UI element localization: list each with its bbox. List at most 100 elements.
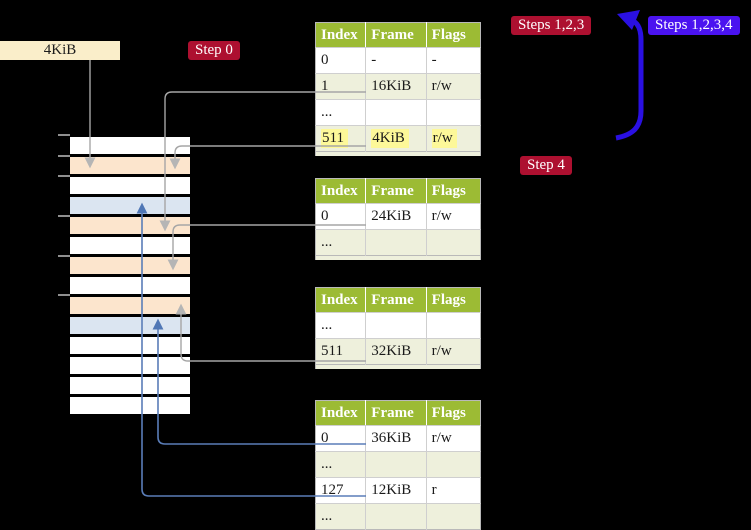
table-cell (425, 229, 481, 256)
memory-frame-row-white (70, 237, 190, 254)
table-cell (365, 99, 427, 126)
column-header-index: Index (315, 400, 366, 426)
column-header-flags: Flags (425, 287, 481, 313)
memory-frame-row-white (70, 137, 190, 154)
highlighted-value: 511 (321, 129, 348, 148)
column-header-frame: Frame (365, 22, 427, 48)
column-header-index: Index (315, 287, 366, 313)
table-cell: ... (315, 312, 366, 339)
loop-back-arrow-head (617, 10, 640, 30)
column-header-index: Index (315, 178, 366, 204)
highlighted-value: 4KiB (371, 129, 409, 148)
badge-steps-1-2-3: Steps 1,2,3 (511, 16, 592, 35)
table-cell: r/w (425, 125, 481, 152)
table-cell: 24KiB (365, 203, 427, 230)
table-cell (425, 451, 481, 478)
memory-frame-row-white (70, 177, 190, 194)
memory-frame-row-blue (70, 197, 190, 214)
table-cell: r/w (425, 338, 481, 365)
table-cell: 16KiB (365, 73, 427, 100)
table-cell: ... (315, 503, 366, 530)
frame-boundary-tick (58, 134, 70, 136)
column-header-frame: Frame (365, 178, 427, 204)
frame-boundary-tick (58, 215, 70, 217)
table-cell: 1 (315, 73, 366, 100)
table-cell (365, 229, 427, 256)
table-cell: 0 (315, 47, 366, 74)
table-cell: 32KiB (365, 338, 427, 365)
badge-step-4: Step 4 (520, 156, 572, 175)
table-continuation-sliver (315, 152, 481, 156)
table-cell: 0 (315, 203, 366, 230)
memory-frame-row-white (70, 337, 190, 354)
table-cell: 511 (315, 125, 366, 152)
table-cell: r/w (425, 425, 481, 452)
table-cell (365, 312, 427, 339)
table-cell: 36KiB (365, 425, 427, 452)
loop-back-arrow (615, 17, 644, 141)
table-row: ... (315, 451, 481, 478)
table-row: ... (315, 229, 481, 256)
column-header-flags: Flags (425, 178, 481, 204)
physical-memory-column (70, 135, 190, 417)
memory-frame-row-orange (70, 217, 190, 234)
table-cell: ... (315, 99, 366, 126)
table-cell: 0 (315, 425, 366, 452)
frame-size-label-text: 4KiB (43, 42, 77, 58)
table-cell (425, 312, 481, 339)
badge-step-0: Step 0 (188, 41, 240, 60)
table-cell (425, 503, 481, 530)
memory-frame-row-blue (70, 317, 190, 334)
table-cell: - (365, 47, 427, 74)
table-cell: ... (315, 451, 366, 478)
frame-boundary-tick (58, 255, 70, 257)
table-cell: r (425, 477, 481, 504)
column-header-flags: Flags (425, 400, 481, 426)
table-row: ... (315, 99, 481, 126)
table-cell: 4KiB (365, 125, 427, 152)
table-row: ... (315, 312, 481, 339)
table-cell: 127 (315, 477, 366, 504)
table-cell (365, 503, 427, 530)
column-header-frame: Frame (365, 287, 427, 313)
frame-boundary-tick (58, 294, 70, 296)
memory-frame-row-orange (70, 257, 190, 274)
table-row: 511 4KiB r/w (315, 125, 481, 152)
badge-steps-1-2-3-4: Steps 1,2,3,4 (648, 16, 740, 35)
table-cell: ... (315, 229, 366, 256)
table-cell (365, 451, 427, 478)
memory-frame-row-white (70, 377, 190, 394)
table-cell (425, 99, 481, 126)
memory-frame-row-white (70, 397, 190, 414)
memory-frame-row-orange (70, 297, 190, 314)
table-cell: 511 (315, 338, 366, 365)
column-header-flags: Flags (425, 22, 481, 48)
table-cell: r/w (425, 73, 481, 100)
frame-size-label: 4KiB (0, 41, 120, 60)
table-cell: r/w (425, 203, 481, 230)
frame-boundary-tick (58, 175, 70, 177)
frame-boundary-tick (58, 155, 70, 157)
table-row: 0-- (315, 47, 481, 74)
table-continuation-sliver (315, 256, 481, 260)
memory-frame-row-white (70, 357, 190, 374)
table-continuation-sliver (315, 365, 481, 369)
column-header-index: Index (315, 22, 366, 48)
table-cell: - (425, 47, 481, 74)
column-header-frame: Frame (365, 400, 427, 426)
memory-frame-row-white (70, 277, 190, 294)
highlighted-value: r/w (431, 129, 457, 148)
